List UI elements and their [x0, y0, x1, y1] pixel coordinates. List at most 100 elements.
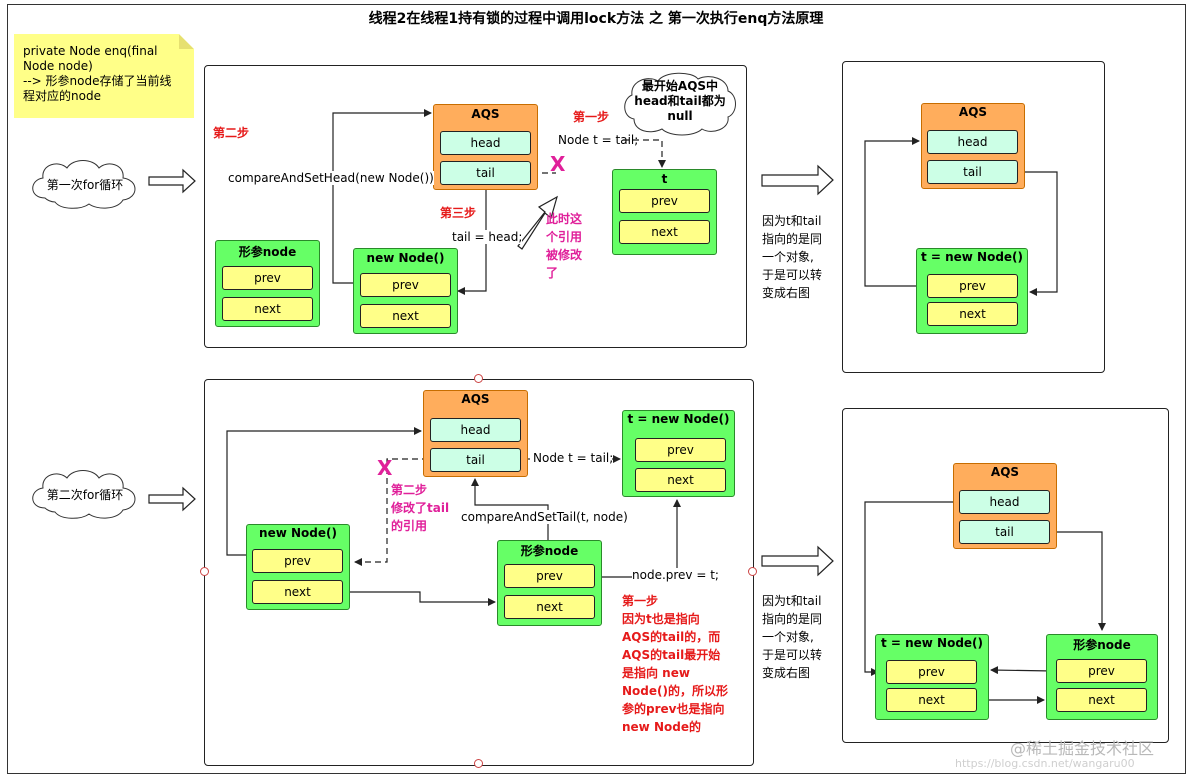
p1-t-next: next	[619, 220, 710, 244]
explain2-line-2: 指向的是同	[762, 612, 823, 626]
p1-step2-label: 第二步	[213, 126, 250, 140]
p4-aqs-tail: tail	[959, 520, 1050, 544]
p2-aqs-title: AQS	[958, 105, 988, 119]
watermark: @稀土掘金技术社区	[1010, 739, 1155, 758]
p3-param-node: 形参node prev next	[497, 540, 602, 626]
code-note: private Node enq(final Node node) --> 形参…	[14, 34, 194, 118]
p3-step1-line-4: AQS的tail最开始	[622, 648, 721, 662]
p3-new-next: next	[252, 580, 343, 604]
p1-t-prev: prev	[619, 189, 710, 213]
p3-step2-line-2: 修改了tail	[391, 501, 450, 515]
explain1-line-4: 于是可以转	[762, 268, 823, 282]
p3-step2-line-1: 第二步	[391, 483, 428, 497]
p1-t-node: t prev next	[612, 169, 717, 255]
p1-modified-line-1: 此时这	[546, 212, 583, 226]
p3-t-node: t = new Node() prev next	[622, 410, 735, 497]
p2-aqs-head: head	[927, 130, 1018, 154]
p1-broken-ref-x: X	[550, 152, 566, 176]
p4-t-prev: prev	[886, 660, 977, 684]
p1-modified-line-4: 了	[546, 266, 559, 280]
explain1-line-2: 指向的是同	[762, 232, 823, 246]
p1-bubble-text: 最开始AQS中 head和tail都为 null	[620, 79, 740, 124]
p3-aqs-node: AQS head tail	[423, 390, 528, 477]
explain1-line-1: 因为t和tail	[762, 214, 822, 228]
explain-2: 因为t和tail 指向的是同 一个对象, 于是可以转 变成右图	[762, 592, 822, 682]
p1-tail-eq-head-label: tail = head;	[452, 230, 523, 244]
p1-new-next: next	[360, 304, 451, 328]
p3-node-prev-t-label: node.prev = t;	[632, 568, 719, 582]
p4-param-next: next	[1056, 688, 1147, 712]
p4-param-title: 形参node	[1073, 638, 1131, 652]
p1-new-node: new Node() prev next	[353, 248, 458, 334]
p3-broken-ref-x: X	[377, 456, 393, 480]
resize-handle-bottom[interactable]	[474, 759, 483, 768]
p3-step1-line-6: Node()的，所以形	[622, 684, 728, 698]
diagram-title: 线程2在线程1持有锁的过程中调用lock方法 之 第一次执行enq方法原理	[368, 11, 824, 27]
p1-new-title: new Node()	[366, 251, 445, 265]
resize-handle-top[interactable]	[474, 374, 483, 383]
p4-param-node: 形参node prev next	[1046, 634, 1158, 720]
p4-t-title: t = new Node()	[880, 636, 984, 650]
explain2-line-3: 一个对象,	[762, 630, 814, 644]
p3-new-node: new Node() prev next	[246, 524, 350, 610]
p3-step1-line-5: 是指向 new	[622, 666, 690, 680]
p3-step1-line-8: new Node的	[622, 720, 701, 734]
p2-t-node: t = new Node() prev next	[916, 248, 1028, 334]
p1-step1-label: 第一步	[573, 110, 610, 124]
p3-t-title: t = new Node()	[627, 412, 730, 426]
p1-step3-label: 第三步	[440, 206, 477, 220]
p1-modified-note: 此时这 个引用 被修改 了	[546, 210, 582, 282]
explain1-line-3: 一个对象,	[762, 250, 814, 264]
p1-new-prev: prev	[360, 273, 451, 297]
explain2-line-1: 因为t和tail	[762, 594, 822, 608]
p2-t-title: t = new Node()	[920, 250, 1024, 264]
p3-aqs-title: AQS	[461, 392, 490, 406]
resize-handle-right[interactable]	[748, 567, 757, 576]
p4-t-node: t = new Node() prev next	[875, 634, 989, 720]
p1-cas-head-label: compareAndSetHead(new Node())	[228, 171, 434, 185]
cloud-shape-icon	[32, 470, 136, 519]
p3-step2-line-3: 的引用	[391, 519, 428, 533]
p1-bubble-line-2: head和tail都为	[634, 94, 726, 108]
cloud-shape-icon	[32, 160, 136, 209]
p3-aqs-head: head	[430, 418, 521, 442]
p4-param-prev: prev	[1056, 659, 1147, 683]
note-corner	[179, 34, 194, 49]
loop2-label: 第二次for循环	[46, 488, 124, 502]
p1-param-node: 形参node prev next	[215, 240, 320, 327]
note-line-2: Node node)	[23, 59, 93, 73]
loop1-cloud: 第一次for循环	[25, 154, 145, 212]
note-line-4: 程对应的node	[23, 89, 101, 103]
p3-new-prev: prev	[252, 549, 343, 573]
p1-aqs-tail: tail	[440, 161, 531, 185]
p1-param-prev: prev	[222, 266, 313, 290]
p1-aqs-head: head	[440, 131, 531, 155]
p1-modified-line-2: 个引用	[546, 230, 583, 244]
loop1-label: 第一次for循环	[46, 178, 124, 192]
p3-step1-line-3: AQS的tail的，而	[622, 630, 721, 644]
p2-aqs-node: AQS head tail	[921, 103, 1025, 189]
p1-node-t-tail-label: Node t = tail;	[558, 133, 639, 147]
p3-param-prev: prev	[504, 564, 595, 588]
p4-aqs-node: AQS head tail	[953, 463, 1057, 549]
bubble-shape-icon	[624, 72, 736, 136]
p3-step1-note: 第一步 因为t也是指向 AQS的tail的，而 AQS的tail最开始 是指向 …	[622, 592, 728, 736]
explain1-line-5: 变成右图	[762, 286, 811, 300]
p3-step1-line-7: 参的prev也是指向	[622, 702, 725, 716]
p1-modified-line-3: 被修改	[546, 248, 583, 262]
p1-param-next: next	[222, 297, 313, 321]
p4-aqs-title: AQS	[990, 465, 1020, 479]
p3-param-title: 形参node	[520, 544, 579, 558]
watermark-url: https://blog.csdn.net/wangaru00	[955, 757, 1135, 770]
explain2-line-5: 变成右图	[762, 666, 811, 680]
loop2-cloud: 第二次for循环	[25, 464, 145, 522]
p2-t-prev: prev	[927, 274, 1018, 298]
p4-t-next: next	[886, 688, 977, 712]
resize-handle-left[interactable]	[200, 567, 209, 576]
p3-t-next: next	[635, 468, 726, 492]
p1-bubble-line-3: null	[667, 109, 693, 123]
explain-1: 因为t和tail 指向的是同 一个对象, 于是可以转 变成右图	[762, 212, 822, 302]
p3-cas-tail-label: compareAndSetTail(t, node)	[461, 510, 628, 524]
p1-t-title: t	[661, 172, 668, 186]
note-line-1: private Node enq(final	[23, 44, 158, 58]
